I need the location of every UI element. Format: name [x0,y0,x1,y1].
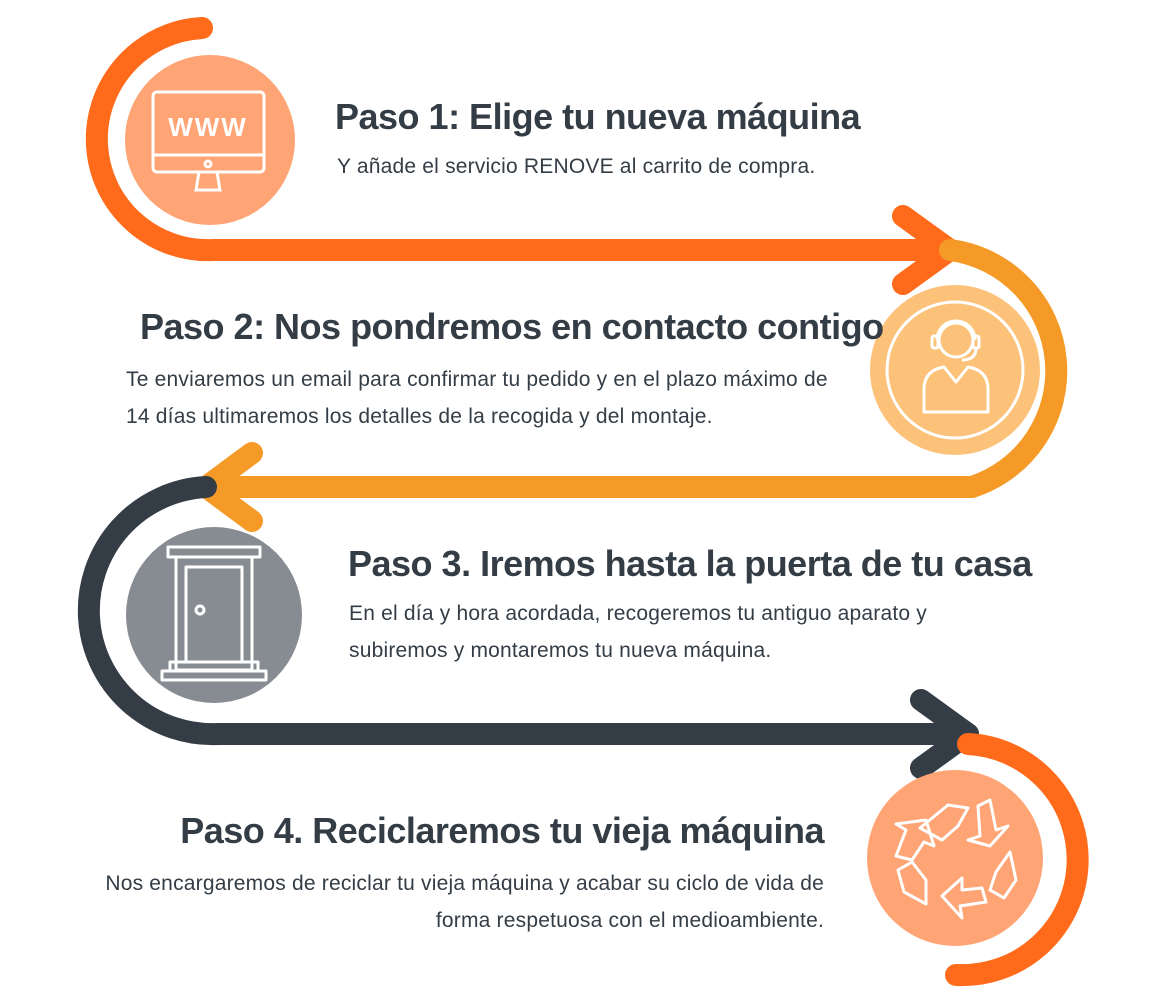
connector-step-2 [195,239,1068,498]
door-icon [160,545,268,682]
step-4-icon-badge [867,770,1043,946]
step-1-title: Paso 1: Elige tu nueva máquina [335,96,861,137]
connector-step-1 [85,17,961,262]
step-3-title: Paso 3. Iremos hasta la puerta de tu cas… [348,543,1032,584]
connector-step-4 [945,733,1089,987]
step-4-description: Nos encargaremos de reciclar tu vieja má… [105,872,824,932]
connector-step-3 [77,476,979,746]
step-1-icon-badge: WWW [125,55,295,225]
step-2-description: Te enviaremos un email para confirmar tu… [126,368,828,428]
monitor-www-icon: WWW [151,90,266,192]
step-4-title: Paso 4. Reciclaremos tu vieja máquina [180,810,824,851]
step-3-icon-badge [126,527,302,703]
step-2-icon-badge [870,285,1040,455]
www-label: WWW [168,112,248,142]
recycle-icon [894,798,1018,920]
step-2-title: Paso 2: Nos pondremos en contacto contig… [140,306,884,347]
step-1-description: Y añade el servicio RENOVE al carrito de… [337,155,816,178]
headset-agent-icon [922,319,990,414]
step-3-description: En el día y hora acordada, recogeremos t… [349,602,927,662]
